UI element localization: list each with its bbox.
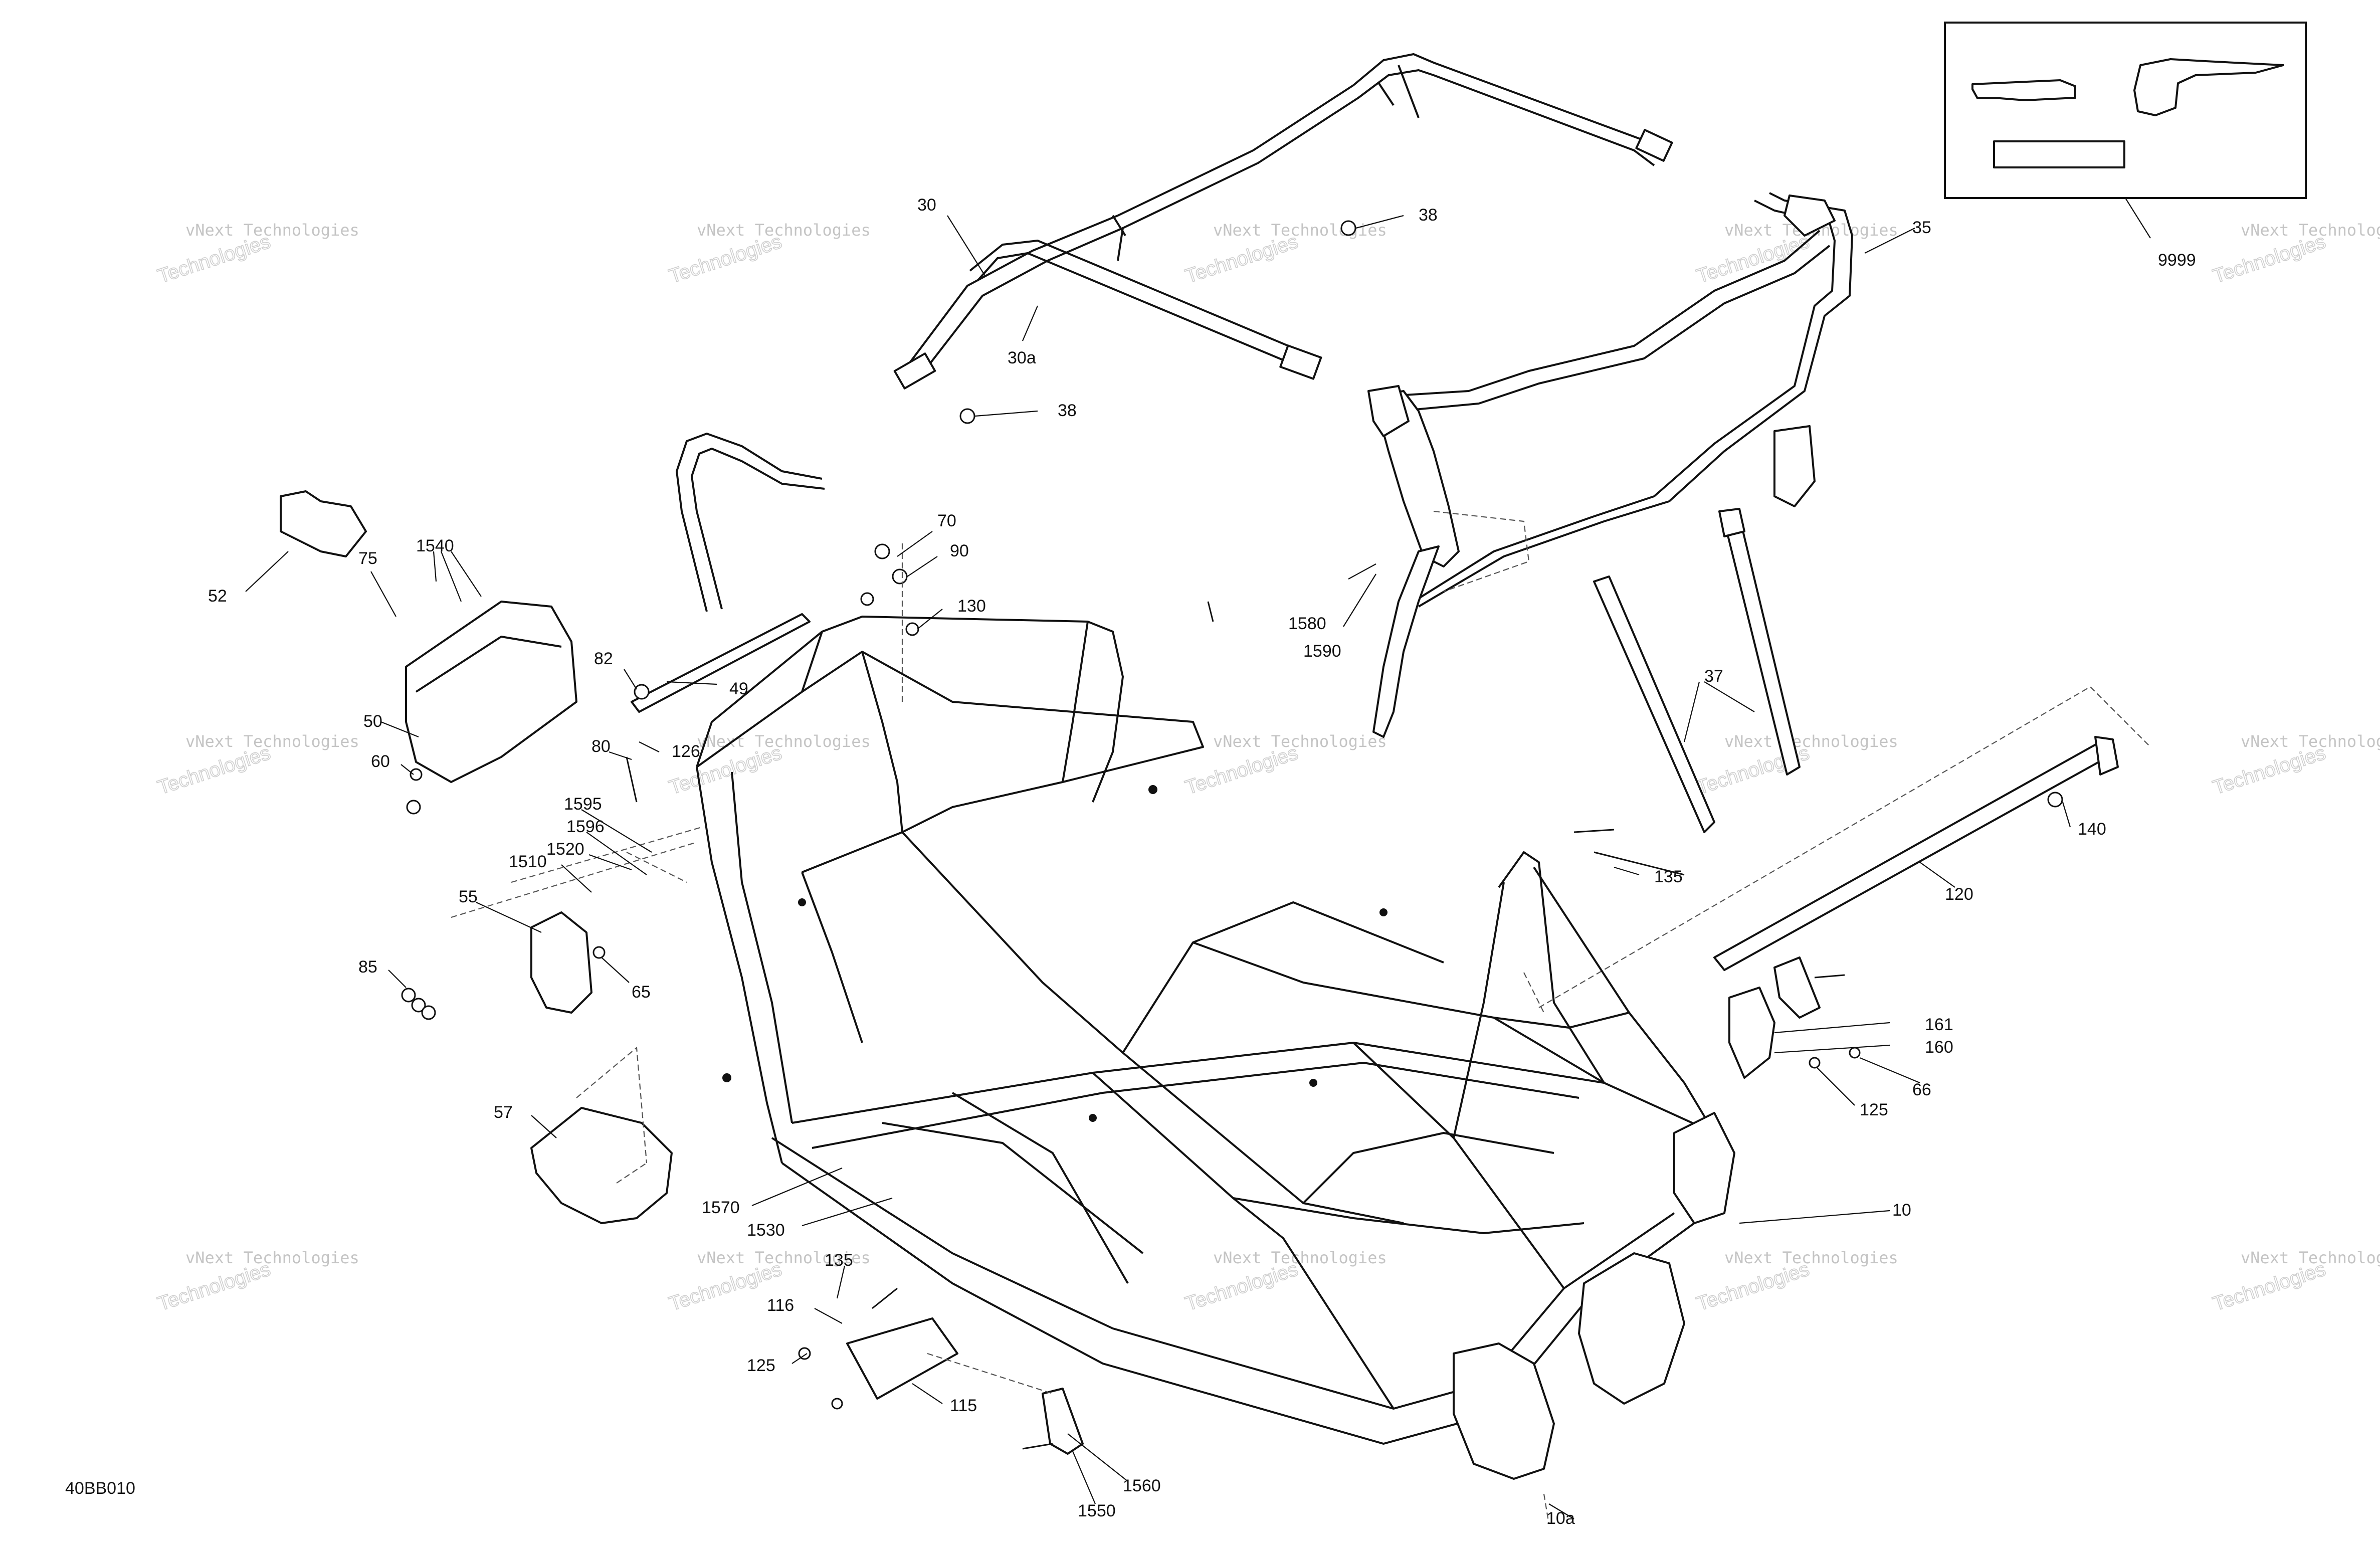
watermark-text: vNext Technologies: [697, 1248, 871, 1267]
callout-30a: 30a: [1008, 348, 1036, 367]
callout-75: 75: [358, 549, 377, 568]
callout-115: 115: [950, 1396, 977, 1415]
watermark-10: vNext Technologies Technologies: [2210, 732, 2380, 799]
watermark-text: vNext Technologies: [1213, 732, 1387, 751]
callout-66: 66: [1912, 1080, 1931, 1099]
callout-70: 70: [937, 511, 956, 530]
watermark-text: vNext Technologies: [697, 221, 871, 240]
mount-bracket-57[interactable]: [530, 1107, 673, 1224]
callout-37: 37: [1704, 667, 1723, 686]
bracket-115[interactable]: [846, 1317, 958, 1400]
callout-38: 38: [1058, 401, 1077, 420]
watermarks: vNext Technologies Technologies vNext Te…: [154, 221, 2380, 1315]
grab-handle[interactable]: [676, 433, 825, 612]
callout-130: 130: [957, 597, 986, 616]
rear-frame[interactable]: [1367, 192, 1853, 738]
callout-125: 125: [747, 1356, 775, 1375]
callout-1530: 1530: [747, 1221, 785, 1240]
watermark-8: vNext Technologies Technologies: [1182, 732, 1387, 799]
watermark-6: vNext Technologies Technologies: [154, 732, 359, 799]
callout-35: 35: [1912, 218, 1931, 237]
callout-90: 90: [950, 541, 969, 560]
assembly-guides: [451, 510, 1550, 1524]
hardware: [401, 220, 2063, 1450]
callout-60: 60: [371, 752, 390, 771]
callout-1570: 1570: [702, 1198, 740, 1217]
callout-120: 120: [1945, 885, 1973, 904]
callout-1510: 1510: [509, 852, 547, 871]
roll-cage-top[interactable]: [893, 53, 1673, 390]
leader-lines: [245, 198, 2151, 1519]
watermark-text: vNext Technologies: [2241, 221, 2380, 240]
watermark-1: vNext Technologies Technologies: [154, 221, 359, 288]
callout-30: 30: [917, 196, 936, 215]
watermark-4: vNext Technologies Technologies: [1693, 221, 1898, 288]
watermark-text: vNext Technologies: [2241, 732, 2380, 751]
watermark-text: vNext Technologies: [1724, 732, 1898, 751]
inset-frame: [1944, 22, 2307, 199]
watermark-14: vNext Technologies Technologies: [1693, 1248, 1898, 1315]
watermark-2: vNext Technologies Technologies: [666, 221, 871, 288]
callout-50: 50: [363, 712, 382, 731]
callout-82: 82: [594, 649, 613, 668]
drawing-code: 40BB010: [65, 1479, 135, 1498]
kit-piece-1: [1971, 79, 2076, 101]
callout-52: 52: [208, 587, 227, 606]
main-chassis[interactable]: [696, 616, 1735, 1480]
callout-1595: 1595: [564, 795, 602, 814]
mount-bracket-55[interactable]: [530, 911, 592, 1014]
callout-10: 10: [1892, 1201, 1911, 1220]
callout-10a: 10a: [1546, 1509, 1575, 1528]
callout-38: 38: [1419, 206, 1438, 225]
callout-160: 160: [1925, 1038, 1953, 1057]
callout-49: 49: [729, 679, 748, 698]
callout-65: 65: [632, 983, 651, 1002]
callout-161: 161: [1925, 1015, 1953, 1034]
side-rail[interactable]: [1538, 686, 2151, 1008]
callout-1560: 1560: [1123, 1476, 1161, 1495]
callout-140: 140: [2078, 820, 2106, 839]
repair-kit-inset[interactable]: [1944, 22, 2307, 199]
callout-1580: 1580: [1288, 614, 1326, 633]
callout-57: 57: [494, 1103, 513, 1122]
callout-135: 135: [1654, 867, 1683, 886]
watermark-text: vNext Technologies: [1213, 221, 1387, 240]
callout-126: 126: [672, 742, 700, 761]
watermark-15: vNext Technologies Technologies: [2210, 1248, 2380, 1315]
callout-1550: 1550: [1078, 1501, 1116, 1520]
bracket-assembly-50[interactable]: [405, 601, 577, 815]
watermark-text: vNext Technologies: [185, 1248, 359, 1267]
callout-80: 80: [591, 737, 611, 756]
callout-116: 116: [767, 1296, 794, 1315]
watermark-11: vNext Technologies Technologies: [154, 1248, 359, 1315]
cross-bar-49[interactable]: [631, 613, 811, 713]
watermark-text: vNext Technologies: [185, 732, 359, 751]
callout-55: 55: [459, 887, 478, 906]
callout-85: 85: [358, 957, 377, 977]
callout-1540: 1540: [416, 536, 454, 555]
callout-1590: 1590: [1303, 642, 1341, 661]
bracket-161[interactable]: [1728, 956, 1821, 1079]
watermark-text: vNext Technologies: [2241, 1248, 2380, 1267]
callout-labels: 30 30a 38 38 35 9999 52 1540 75 70 90 13…: [208, 196, 2196, 1528]
callout-125: 125: [1860, 1100, 1888, 1119]
callout-9999: 9999: [2158, 251, 2196, 270]
watermark-text: vNext Technologies: [697, 732, 871, 751]
watermark-3: vNext Technologies Technologies: [1182, 221, 1387, 288]
callout-1520: 1520: [546, 840, 584, 859]
callout-135: 135: [825, 1251, 853, 1270]
watermark-13: vNext Technologies Technologies: [1182, 1248, 1386, 1315]
watermark-text: vNext Technologies: [185, 221, 359, 240]
callout-1596: 1596: [566, 817, 605, 836]
side-bars[interactable]: [1593, 508, 1801, 833]
front-bracket-52[interactable]: [280, 490, 367, 557]
kit-piece-2: [2133, 58, 2284, 116]
watermark-5: vNext Technologies Technologies: [2210, 221, 2380, 288]
watermark-text: vNext Technologies: [1724, 1248, 1898, 1267]
kit-piece-3: [1993, 140, 2125, 168]
